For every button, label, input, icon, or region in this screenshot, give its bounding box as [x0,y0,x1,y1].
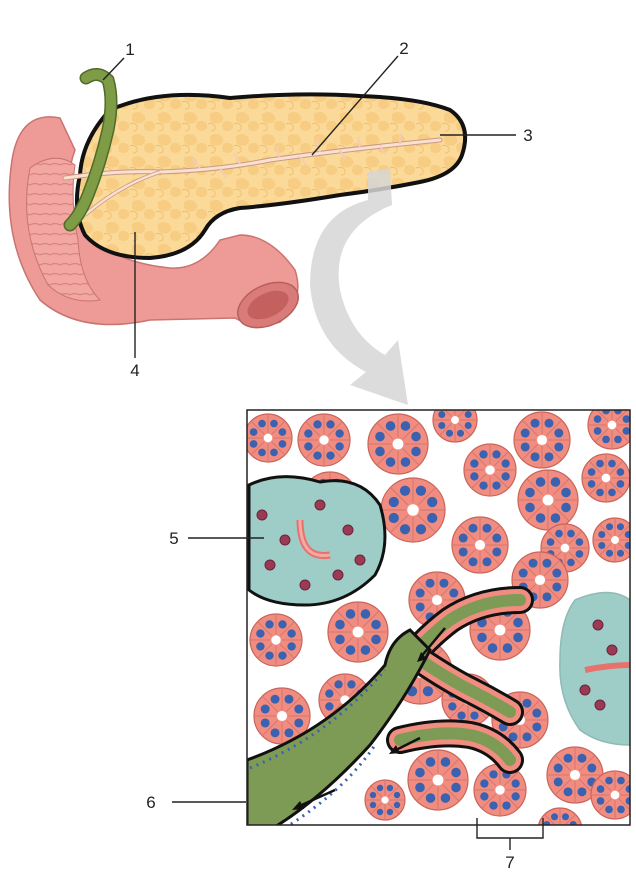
acinar-cells [247,410,630,825]
label-6: 6 [146,793,155,812]
acinus [517,469,579,531]
acinus [581,453,630,503]
magnification-arrow [310,168,408,405]
acinus [247,413,293,463]
acinus [546,746,604,804]
acinus [407,749,469,811]
label-1: 1 [125,40,134,59]
acinus [463,443,517,497]
label-7: 7 [505,853,514,872]
acinus [513,411,571,469]
islet-nucleus [256,509,268,521]
acinus [253,687,311,745]
islet-nucleus [314,499,326,511]
pancreatic-duct-system [247,586,534,825]
histology-panel [246,409,631,826]
acinus [587,410,630,450]
pancreatic-duct [62,134,443,217]
acinus-bracket [476,818,544,850]
acinus [249,613,303,667]
label-5: 5 [169,529,178,548]
islet-nucleus [279,534,291,546]
label-3: 3 [523,126,532,145]
acinus [432,410,478,443]
acinus [364,779,406,821]
acinus [380,477,446,543]
islet-nucleus [342,524,354,536]
acinus [590,770,630,820]
islet-nucleus [594,699,606,711]
acinus [297,413,351,467]
islet-nucleus [354,554,366,566]
acinus [327,601,389,663]
islet-nucleus [299,579,311,591]
islet-nucleus [606,644,618,656]
label-4: 4 [130,361,139,380]
pancreas [74,92,467,260]
islet-nucleus [332,569,344,581]
bile-duct [63,68,118,232]
pancreatic-islets [247,475,630,746]
islet-nucleus [264,559,276,571]
acinus [537,807,583,825]
islet-nucleus [579,684,591,696]
acinus [473,763,527,817]
acinus [592,517,630,563]
leader-2 [311,55,399,156]
duodenum [8,116,299,329]
acinus [367,413,429,475]
leader-1 [102,57,125,81]
label-2: 2 [399,39,408,58]
islet-nucleus [592,619,604,631]
acinus [451,516,509,574]
